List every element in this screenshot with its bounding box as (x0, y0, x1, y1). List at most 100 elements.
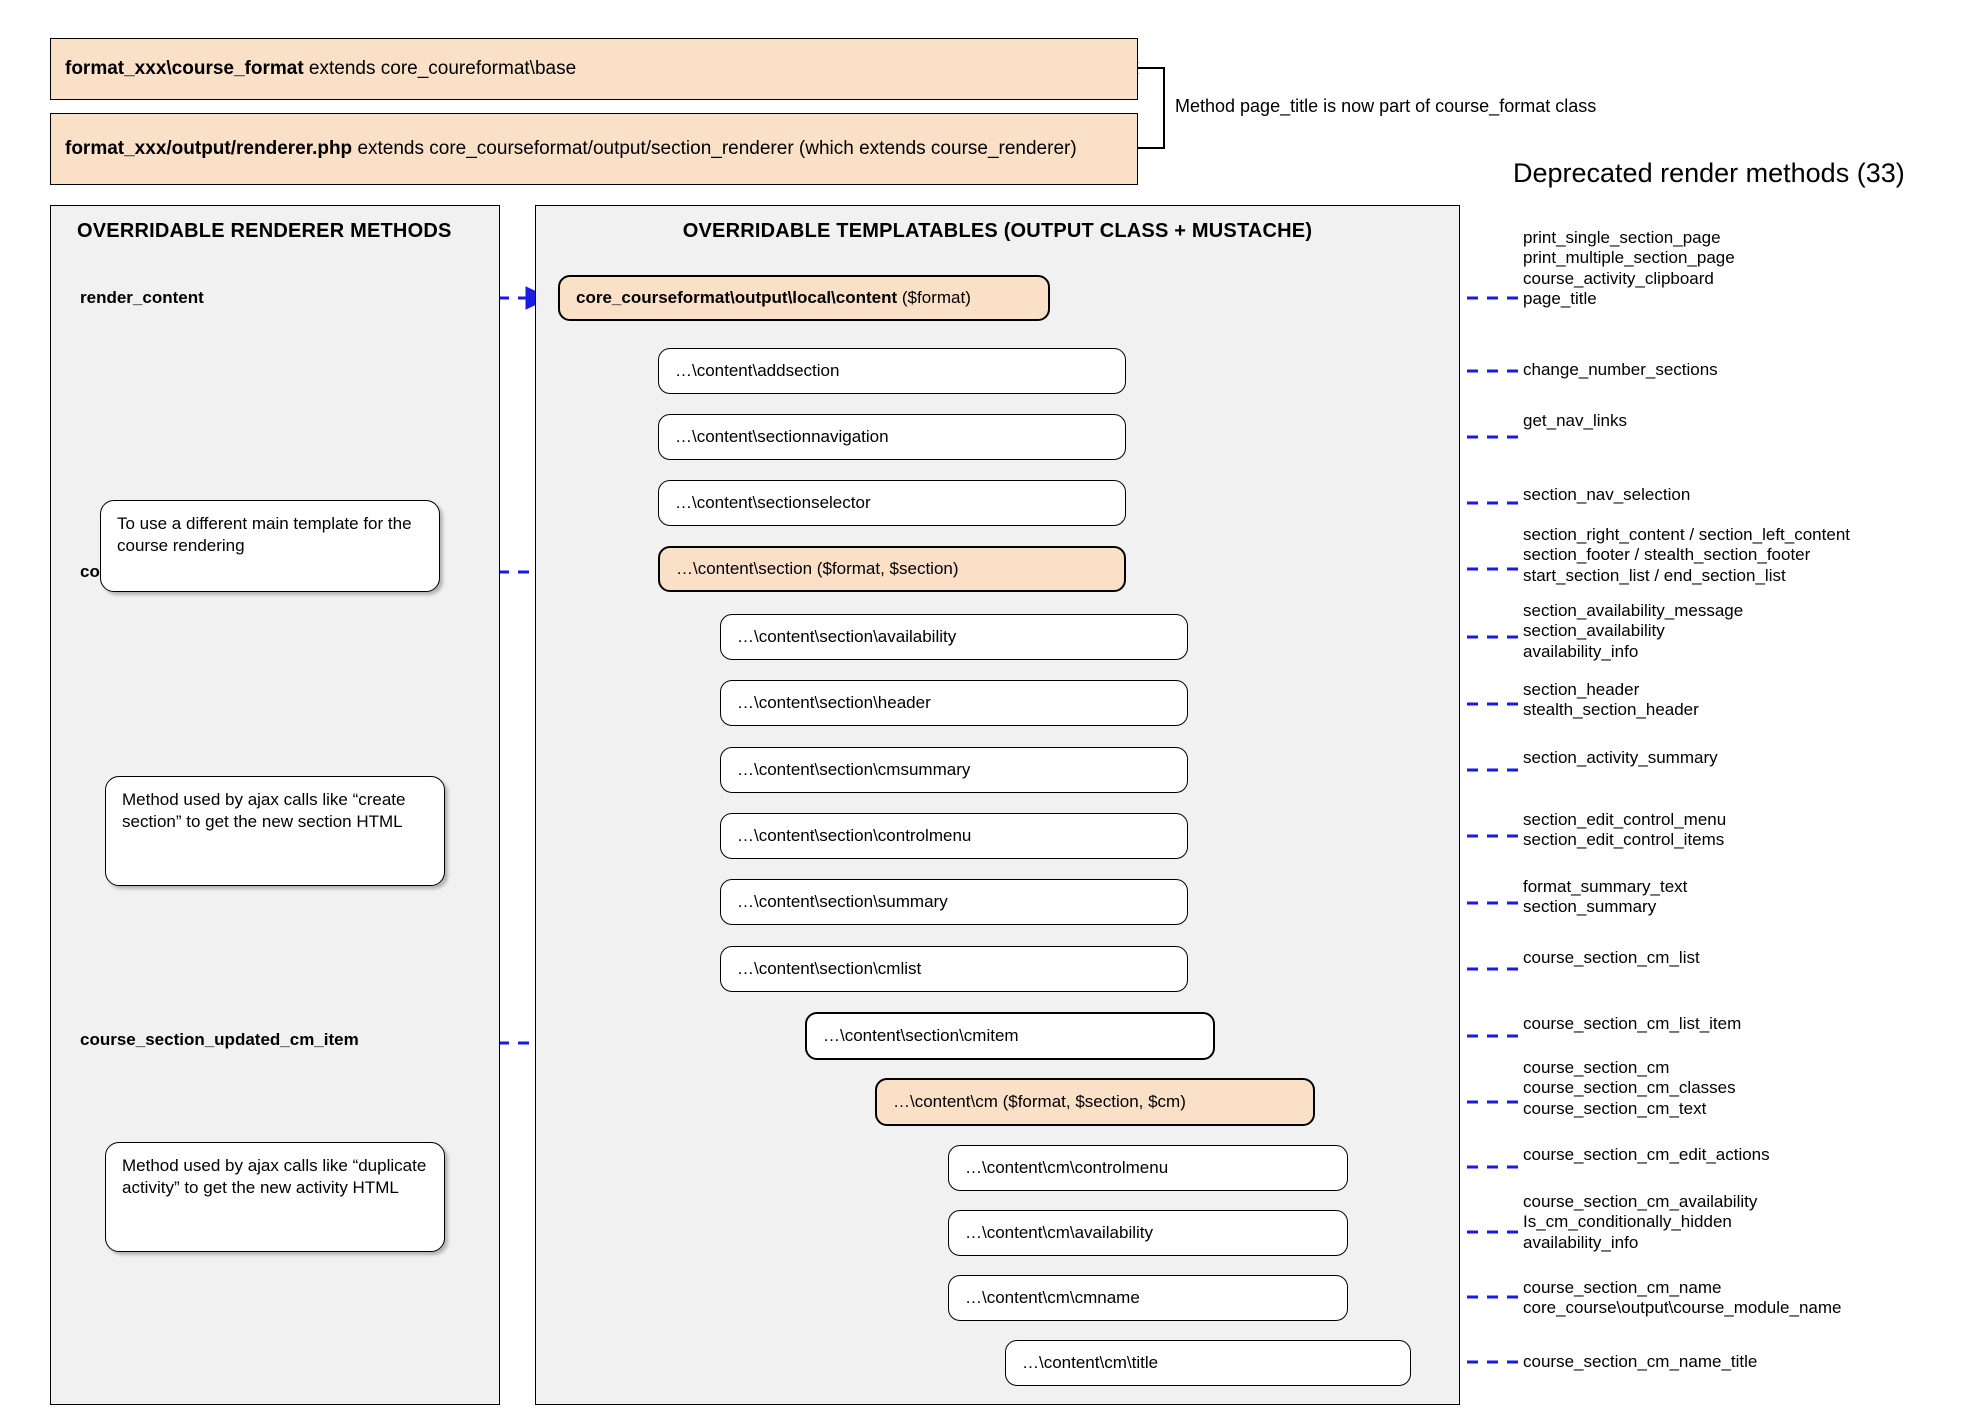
deprecated-group: course_section_cm_name core_course\outpu… (1523, 1278, 1841, 1319)
templatable-box-section-header[interactable]: …\content\section\header (720, 680, 1188, 726)
deprecated-item: print_single_section_page (1523, 228, 1721, 247)
header-box-course-format: format_xxx\course_format extends core_co… (50, 38, 1138, 100)
templatable-box-label: …\content\section\cmlist (737, 959, 922, 978)
deprecated-item: section_edit_control_items (1523, 830, 1725, 850)
deprecated-group: section_edit_control_menu section_edit_c… (1523, 810, 1726, 851)
templatable-box-label: …\content\cm\availability (965, 1223, 1154, 1242)
header-note: Method page_title is now part of course_… (1175, 96, 1597, 116)
deprecated-item: course_section_cm_name (1523, 1278, 1722, 1297)
header-box-rest: extends core_coureformat\base (303, 58, 577, 80)
templatable-box-section-cmlist[interactable]: …\content\section\cmlist (720, 946, 1188, 992)
deprecated-item: format_summary_text (1523, 877, 1688, 896)
deprecated-item: section_availability_message (1523, 601, 1744, 620)
templatable-box-label: …\content\section\summary (737, 892, 948, 911)
templatable-box-section-controlmenu[interactable]: …\content\section\controlmenu (720, 813, 1188, 859)
templatable-box-label: …\content\section ($format, $section) (676, 559, 959, 578)
templatable-box-label: …\content\cm\controlmenu (965, 1158, 1169, 1177)
callout-course-section-updated: Method used by ajax calls like “create s… (105, 776, 445, 886)
deprecated-group: section_availability_message section_ava… (1523, 601, 1743, 662)
method-render-content[interactable]: render_content (80, 288, 204, 307)
deprecated-item: course_section_cm_list_item (1523, 1014, 1742, 1033)
deprecated-item: section_right_content / section_left_con… (1523, 525, 1850, 544)
header-box-rest: extends core_courseformat/output/section… (352, 138, 1077, 160)
templatable-box-content[interactable]: core_courseformat\output\local\content (… (558, 275, 1050, 321)
templatable-box-label: core_courseformat\output\local\content (… (576, 288, 971, 308)
deprecated-item: stealth_section_header (1523, 700, 1699, 720)
deprecated-item: course_activity_clipboard (1523, 268, 1714, 288)
templatable-box-section-summary[interactable]: …\content\section\summary (720, 879, 1188, 925)
deprecated-group: course_section_cm_availability Is_cm_con… (1523, 1192, 1757, 1253)
deprecated-item: change_number_sections (1523, 360, 1718, 379)
deprecated-item: course_section_cm_name_title (1523, 1352, 1758, 1371)
deprecated-item: page_title (1523, 289, 1597, 309)
templatable-box-section-cmsummary[interactable]: …\content\section\cmsummary (720, 747, 1188, 793)
templatable-box-label: …\content\cm\cmname (965, 1288, 1140, 1307)
deprecated-item: section_availability (1523, 621, 1665, 641)
deprecated-group: change_number_sections (1523, 360, 1718, 380)
templatable-box-label: …\content\cm\title (1022, 1353, 1159, 1372)
header-box-bold: format_xxx\course_format (65, 58, 304, 80)
deprecated-item: section_edit_control_menu (1523, 810, 1727, 829)
deprecated-item: course_section_cm_availability (1523, 1192, 1758, 1211)
deprecated-group: get_nav_links (1523, 411, 1627, 431)
callout-course-section-updated-cm-item: Method used by ajax calls like “duplicat… (105, 1142, 445, 1252)
templatable-box-section[interactable]: …\content\section ($format, $section) (658, 546, 1126, 592)
deprecated-item: course_section_cm (1523, 1058, 1670, 1077)
deprecated-item: course_section_cm_classes (1523, 1078, 1736, 1098)
templatable-box-label: …\content\section\availability (737, 627, 957, 646)
deprecated-item: start_section_list / end_section_list (1523, 565, 1786, 585)
templatable-box-label: …\content\section\controlmenu (737, 826, 972, 845)
method-course-section-updated-cm-item[interactable]: course_section_updated_cm_item (80, 1030, 359, 1049)
deprecated-item: course_section_cm_edit_actions (1523, 1145, 1770, 1164)
templatable-box-label: …\content\cm ($format, $section, $cm) (893, 1092, 1186, 1111)
templatable-box-addsection[interactable]: …\content\addsection (658, 348, 1126, 394)
templatable-box-sectionnavigation[interactable]: …\content\sectionnavigation (658, 414, 1126, 460)
templatable-box-label: …\content\section\header (737, 693, 931, 712)
header-box-bold: format_xxx/output/renderer.php (65, 138, 353, 160)
templatable-box-bold: core_courseformat\output\local\content (576, 288, 898, 307)
deprecated-group: section_right_content / section_left_con… (1523, 525, 1850, 586)
templatable-box-label: …\content\sectionselector (675, 493, 871, 512)
deprecated-group: course_section_cm_name_title (1523, 1352, 1757, 1372)
deprecated-group: format_summary_text section_summary (1523, 877, 1687, 918)
overridable-templatables-panel: OVERRIDABLE TEMPLATABLES (OUTPUT CLASS +… (535, 205, 1460, 1405)
header-box-text: format_xxx\course_format extends core_co… (65, 56, 576, 82)
templatable-box-cm-title[interactable]: …\content\cm\title (1005, 1340, 1411, 1386)
deprecated-group: section_activity_summary (1523, 748, 1718, 768)
deprecated-item: get_nav_links (1523, 411, 1627, 430)
deprecated-item: print_multiple_section_page (1523, 248, 1735, 268)
deprecated-group: print_single_section_page print_multiple… (1523, 228, 1735, 310)
deprecated-item: core_course\output\course_module_name (1523, 1298, 1842, 1318)
deprecated-item: section_nav_selection (1523, 485, 1691, 504)
left-panel-title: OVERRIDABLE RENDERER METHODS (77, 220, 452, 242)
templatable-box-section-cmitem[interactable]: …\content\section\cmitem (805, 1012, 1215, 1060)
deprecated-methods-title: Deprecated render methods (33) (1513, 158, 1905, 188)
callout-render-content: To use a different main template for the… (100, 500, 440, 592)
templatable-box-rest: ($format) (897, 288, 971, 307)
templatable-box-cm-controlmenu[interactable]: …\content\cm\controlmenu (948, 1145, 1348, 1191)
templatable-box-label: …\content\section\cmitem (823, 1026, 1019, 1045)
templatable-box-label: …\content\addsection (675, 361, 840, 380)
templatable-box-cm-cmname[interactable]: …\content\cm\cmname (948, 1275, 1348, 1321)
templatable-box-label: …\content\sectionnavigation (675, 427, 889, 446)
templatable-box-sectionselector[interactable]: …\content\sectionselector (658, 480, 1126, 526)
deprecated-item: section_footer / stealth_section_footer (1523, 545, 1811, 565)
templatable-box-cm-availability[interactable]: …\content\cm\availability (948, 1210, 1348, 1256)
deprecated-item: section_summary (1523, 897, 1657, 917)
deprecated-group: course_section_cm_edit_actions (1523, 1145, 1770, 1165)
deprecated-group: section_header stealth_section_header (1523, 680, 1699, 721)
deprecated-group: course_section_cm_list (1523, 948, 1700, 968)
deprecated-item: section_header (1523, 680, 1640, 699)
templatable-box-label: …\content\section\cmsummary (737, 760, 971, 779)
deprecated-item: availability_info (1523, 1232, 1639, 1252)
header-box-renderer-php: format_xxx/output/renderer.php extends c… (50, 113, 1138, 185)
header-box-text: format_xxx/output/renderer.php extends c… (65, 136, 1077, 162)
templatable-box-section-availability[interactable]: …\content\section\availability (720, 614, 1188, 660)
deprecated-item: section_activity_summary (1523, 748, 1718, 767)
middle-panel-title: OVERRIDABLE TEMPLATABLES (OUTPUT CLASS +… (682, 220, 1313, 242)
deprecated-group: section_nav_selection (1523, 485, 1690, 505)
deprecated-group: course_section_cm course_section_cm_clas… (1523, 1058, 1736, 1119)
templatable-box-cm[interactable]: …\content\cm ($format, $section, $cm) (875, 1078, 1315, 1126)
deprecated-group: course_section_cm_list_item (1523, 1014, 1741, 1034)
deprecated-item: course_section_cm_list (1523, 948, 1700, 967)
